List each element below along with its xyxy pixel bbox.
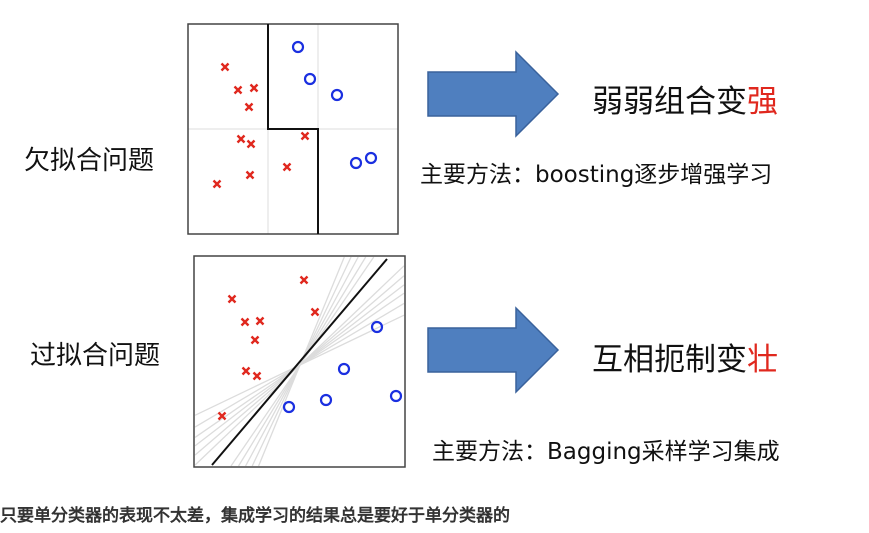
cross-point — [299, 275, 309, 285]
circle-point — [291, 40, 305, 54]
bagging-model-line — [230, 256, 375, 467]
overfit-label: 过拟合问题 — [30, 341, 161, 371]
cross-point — [236, 134, 246, 144]
cross-point — [252, 371, 262, 381]
circle-point — [330, 88, 344, 102]
circle-point — [319, 393, 333, 407]
ensemble-boundary — [211, 258, 388, 466]
underfit-heading: 弱弱组合变强 — [592, 76, 778, 121]
circle-point — [389, 389, 403, 403]
arrow-right-icon — [427, 306, 560, 394]
cross-point — [300, 131, 310, 141]
cross-point — [240, 317, 250, 327]
cross-point — [233, 85, 243, 95]
circle-point — [303, 72, 317, 86]
cross-point — [246, 139, 256, 149]
underfit-boosting-plot — [187, 23, 399, 235]
circle-point — [337, 362, 351, 376]
cross-point — [249, 83, 259, 93]
circle-point — [370, 320, 384, 334]
cross-point — [255, 316, 265, 326]
circle-point — [282, 400, 296, 414]
cross-point — [212, 179, 222, 189]
overfit-method: 主要方法：Bagging采样学习集成 — [432, 439, 780, 465]
cross-point — [282, 162, 292, 172]
overfit-bagging-plot — [193, 255, 406, 468]
heading-accent: 强 — [747, 84, 778, 120]
cross-point — [310, 307, 320, 317]
heading-text: 弱弱组合变 — [592, 84, 747, 120]
underfit-label: 欠拟合问题 — [24, 146, 155, 176]
cross-point — [227, 294, 237, 304]
circle-point — [364, 151, 378, 165]
cross-point — [241, 366, 251, 376]
cross-point — [220, 62, 230, 72]
caption: 只要单分类器的表现不太差，集成学习的结果总是要好于单分类器的 — [0, 506, 510, 526]
cross-point — [217, 411, 227, 421]
heading-text: 互相扼制变 — [592, 342, 747, 378]
cross-point — [244, 102, 254, 112]
overfit-heading: 互相扼制变壮 — [592, 334, 778, 379]
plot-frame — [193, 255, 406, 468]
decision-boundary — [267, 24, 319, 234]
arrow-right-icon — [427, 50, 560, 138]
heading-accent: 壮 — [747, 342, 778, 378]
cross-point — [245, 170, 255, 180]
plot-frame — [187, 23, 399, 235]
circle-point — [349, 156, 363, 170]
cross-point — [250, 335, 260, 345]
underfit-method: 主要方法：boosting逐步增强学习 — [420, 162, 773, 188]
bagging-model-line — [194, 314, 405, 416]
